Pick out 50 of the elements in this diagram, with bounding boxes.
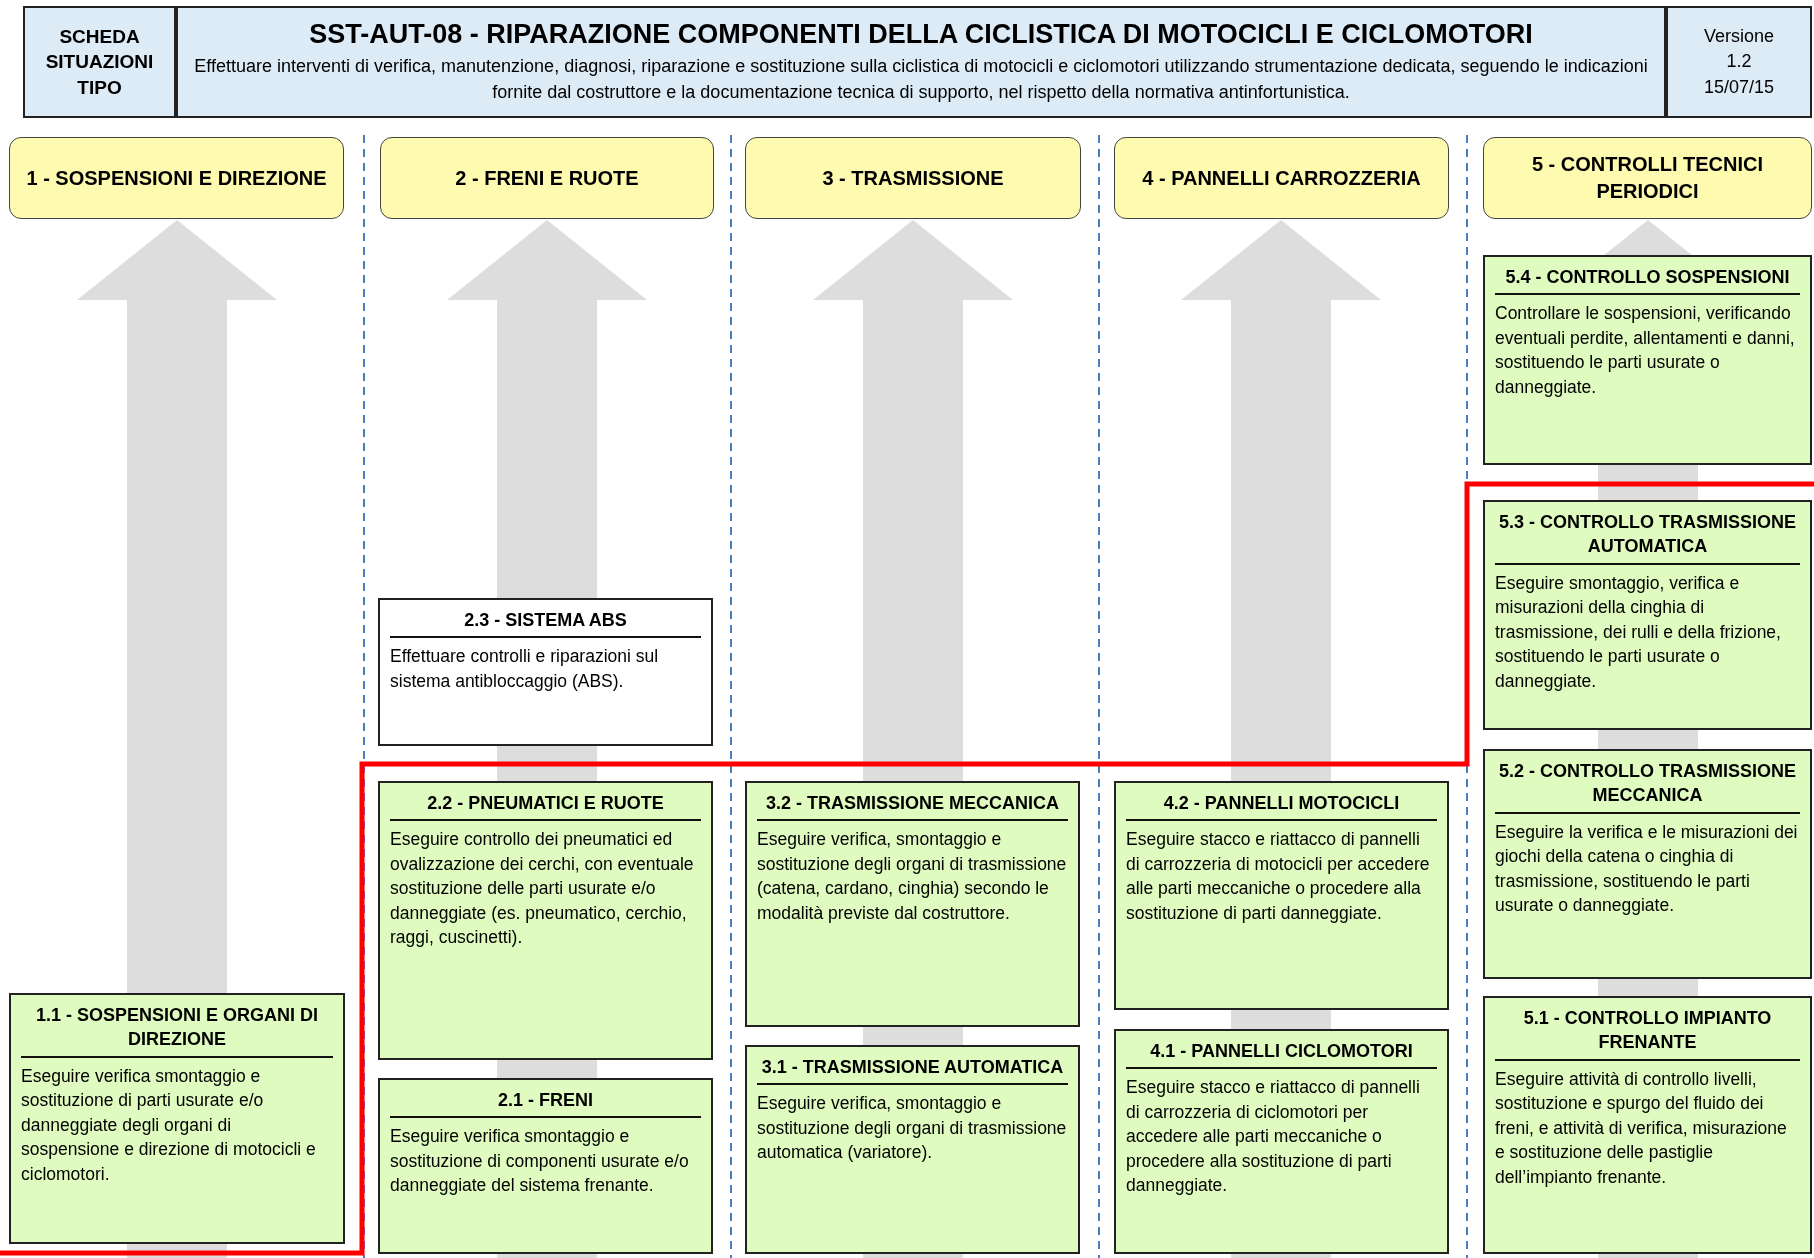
task-card [1483, 255, 1812, 465]
card-heading: 3.2 - TRASMISSIONE MECCANICA [757, 789, 1068, 822]
header-cell [1666, 6, 1812, 118]
task-card [745, 781, 1080, 1027]
card-description: Eseguire verifica smontaggio e sostituzione di componenti usurate e/o danneggiate del sistema frenante. [390, 1125, 690, 1198]
card-heading: 5.3 - CONTROLLO TRASMISSIONE AUTOMATICA [1495, 508, 1800, 565]
card-description: Eseguire stacco e riattacco di pannelli di carrozzeria di ciclomotori per accedere alle parti meccaniche o procedere alla sostituzione di parti danneggiate. [1126, 1076, 1421, 1198]
area-header: 4 - PANNELLI CARROZZERIA [1114, 137, 1449, 219]
task-card [378, 598, 713, 746]
task-card [1114, 781, 1449, 1010]
header-cell [23, 6, 176, 118]
card-description: Eseguire verifica, smontaggio e sostituzione degli organi di trasmissione (catena, cardano, cinghia) secondo le modalità previste dal costruttore. [757, 828, 1068, 925]
card-description: Effettuare controlli e riparazioni sul sistema antibloccaggio (ABS). [390, 645, 660, 693]
card-heading: 2.3 - SISTEMA ABS [390, 606, 701, 639]
header-cell [176, 6, 1666, 118]
card-heading: 4.1 - PANNELLI CICLOMOTORI [1126, 1037, 1437, 1070]
version-info: Versione [1703, 25, 1775, 49]
sheet-title: SST-AUT-08 - RIPARAZIONE COMPONENTI DELLA CICLISTICA DI MOTOCICLI E CICLOMOTORI [309, 19, 1533, 51]
card-description: Eseguire verifica smontaggio e sostituzione di parti usurate e/o danneggiate degli organi di sospensione e direzione di motocicli e ciclomotori. [21, 1064, 317, 1186]
area-header: 5 - CONTROLLI TECNICI PERIODICI [1483, 137, 1812, 219]
card-heading: 2.2 - PNEUMATICI E RUOTE [390, 789, 701, 822]
card-description: Eseguire smontaggio, verifica e misurazioni della cinghia di trasmissione, dei rulli e della frizione, sostituendo le parti usurate o danneggiate. [1495, 571, 1782, 693]
card-heading: 4.2 - PANNELLI MOTOCICLI [1126, 789, 1437, 822]
sheet-type-label: SCHEDA SITUAZIONI TIPO [44, 24, 155, 100]
card-description: Eseguire controllo dei pneumatici ed ovalizzazione dei cerchi, con eventuale sostituzione delle parti usurate e/o danneggiate (es. pneumatico, cerchio, raggi, cuscinetti). [390, 828, 695, 950]
task-card [378, 781, 713, 1060]
task-card [378, 1078, 713, 1254]
card-heading: 1.1 - SOSPENSIONI E ORGANI DI DIREZIONE [21, 1001, 333, 1058]
card-description: Eseguire la verifica e le misurazioni dei giochi della catena o cinghia di trasmissione, sostituendo le parti usurate o danneggiate. [1495, 820, 1799, 918]
card-description: Eseguire attività di controllo livelli, sostituzione e spurgo del fluido dei freni, e attività di verifica, misurazione e sostituzione delle pastiglie dell’impianto frenante. [1495, 1067, 1788, 1189]
area-header: 1 - SOSPENSIONI E DIREZIONE [9, 137, 344, 219]
card-description: Eseguire verifica, smontaggio e sostituzione degli organi di trasmissione automatica (variatore). [757, 1092, 1068, 1165]
task-card [1483, 996, 1812, 1254]
sheet-description: Effettuare interventi di verifica, manutenzione, diagnosi, riparazione e sostituzione sulla ciclistica di motocicli e ciclomotori utilizzando strumentazione dedicata, seguendo le indicazioni fornite dal costruttore e la documentazione tecnica di supporto, nel rispetto della normativa antinfortunistica. [193, 55, 1649, 104]
version-info: 1.2 [1726, 50, 1752, 74]
task-card [745, 1045, 1080, 1254]
card-description: Controllare le sospensioni, verificando eventuali perdite, allentamenti e danni, sostituendo le parti usurate o danneggiate. [1495, 302, 1796, 399]
version-info: 15/07/15 [1703, 75, 1775, 99]
card-heading: 5.1 - CONTROLLO IMPIANTO FRENANTE [1495, 1004, 1800, 1061]
card-heading: 2.1 - FRENI [390, 1086, 701, 1119]
card-heading: 5.4 - CONTROLLO SOSPENSIONI [1495, 263, 1800, 296]
card-heading: 3.1 - TRASMISSIONE AUTOMATICA [757, 1053, 1068, 1086]
area-header: 2 - FRENI E RUOTE [380, 137, 714, 219]
card-description: Eseguire stacco e riattacco di pannelli di carrozzeria di motocicli per accedere alle parti meccaniche o procedere alla sostituzione di parti danneggiate. [1126, 828, 1431, 925]
task-card [1483, 749, 1812, 979]
area-header: 3 - TRASMISSIONE [745, 137, 1081, 219]
task-card [9, 993, 345, 1244]
task-card [1114, 1029, 1449, 1254]
card-heading: 5.2 - CONTROLLO TRASMISSIONE MECCANICA [1495, 757, 1800, 814]
task-card [1483, 500, 1812, 730]
